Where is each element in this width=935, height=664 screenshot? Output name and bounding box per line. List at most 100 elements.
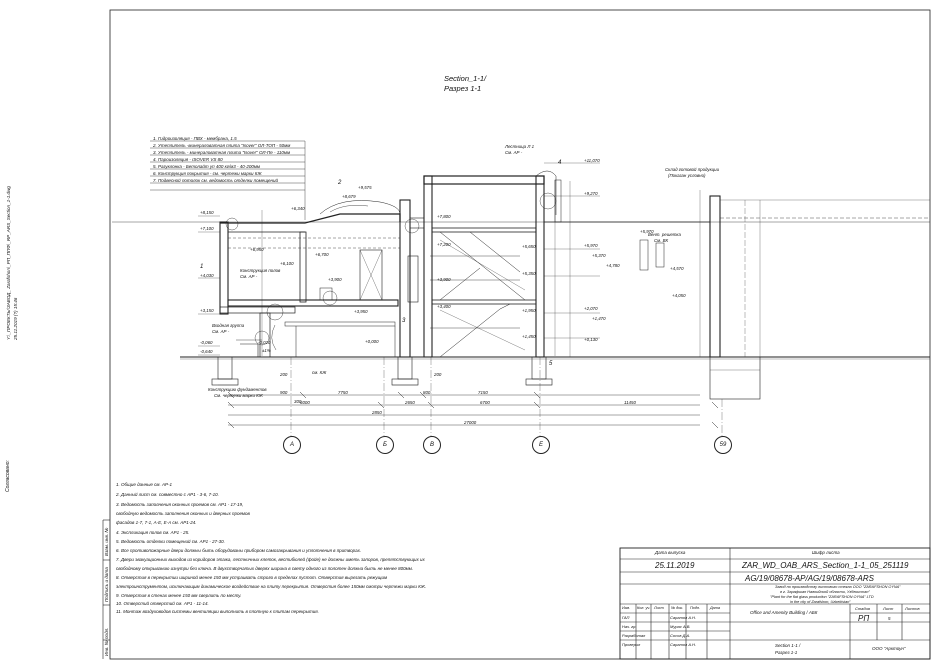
role-name: Мурас А.В. (670, 624, 691, 629)
callout-vent-ref: См. ВК (654, 238, 669, 243)
note-line: 6. Все противопожарные двери должны быть… (116, 548, 362, 553)
level-mark: +3,900 (437, 277, 451, 282)
callout-warehouse-note: (Показан условно) (668, 173, 706, 178)
legend-item: 3. Утеплитель - минераловатная плита "Is… (153, 150, 291, 155)
level-mark: +9,270 (584, 191, 598, 196)
dimension: 11450 (624, 400, 636, 405)
drawing-title-en: Section_1-1/ (444, 74, 487, 83)
callout-stair: Лестница Л 1 (505, 144, 535, 149)
level-mark: +9,575 (358, 185, 372, 190)
marker-number: 4 (558, 160, 562, 166)
level-mark: +5,970 (584, 243, 598, 248)
col-header: Кол. уч. (637, 606, 651, 610)
sheet-code: ZAR_WD_OAB_ARS_Section_1-1_05_251119 (742, 561, 909, 570)
col-header: Подп. (690, 606, 701, 610)
note-line: 4. Экспликация полов см. АР1 - 25. (116, 530, 190, 535)
note-line: 9. Отверстия в стенах менее 150 мм сверл… (116, 593, 242, 598)
level-mark: +3,150 (200, 308, 214, 313)
dimension: 6700 (480, 400, 490, 405)
level-mark: +0,000 (365, 339, 379, 344)
dimension: 2650 (405, 400, 415, 405)
level-mark: +7,200 (437, 242, 451, 247)
role-label: Нач. гр. (622, 624, 637, 629)
note-line: 5. Ведомость отделки помещений см. АР1 -… (116, 539, 225, 544)
callout-warehouse: Склад готовой продукции (665, 167, 720, 172)
level-mark: ±1% (262, 348, 271, 353)
role-label: ГАП (622, 615, 630, 620)
building-name: Office and Amenity Building / АБК (750, 610, 818, 615)
dimension: 6000 (300, 400, 310, 405)
level-mark: +4,050 (672, 293, 686, 298)
callout-stair-ref: См. АР - (505, 150, 523, 155)
note-line: 7. Двери эвакуационных выходов из коридо… (116, 557, 425, 562)
dimension: 300 (294, 399, 302, 404)
callout-entrance-ref: См. АР - (212, 329, 230, 334)
stamp-field: Подпись и дата (104, 567, 109, 602)
col-header: Дата (710, 606, 721, 610)
sheet-value: 5 (888, 616, 891, 621)
stamp-field: Инв. № подл. (104, 627, 109, 656)
sheets-label: Листов (905, 606, 920, 611)
level-mark: +1,450 (522, 334, 536, 339)
project-desc: Завод по производству листового стекла О… (775, 585, 901, 589)
level-mark: +3,900 (328, 277, 342, 282)
marker-number: 5 (549, 361, 553, 367)
axis-marker: В (423, 436, 441, 454)
col-header: Изм. (622, 606, 631, 610)
marker-number: 2 (338, 180, 342, 186)
dimension: 200 (280, 372, 288, 377)
level-mark: +7,100 (200, 226, 214, 231)
level-mark: +5,370 (592, 253, 606, 258)
legend-item: 4. Пароизоляция - ISOVER VS 80 (153, 157, 223, 162)
company-name: ООО "Арктоун" (872, 646, 906, 651)
legend-item: 2. Утеплитель -минераловатная плита "Iso… (153, 143, 291, 148)
level-mark: +0,130 (584, 337, 598, 342)
drawing-title-ru: Разрез 1-1 (444, 84, 482, 93)
level-mark: +1,470 (592, 316, 606, 321)
note-line: 8. Отверстия в перекрытии шириной менее … (116, 575, 388, 580)
callout-foundation: Конструкцию фундаментов (208, 387, 267, 392)
dimension: 7150 (478, 390, 488, 395)
level-mark: +2,070 (584, 306, 598, 311)
level-mark: +8,679 (342, 194, 356, 199)
note-line: 11. Монтаж воздуховодов системы вентиляц… (116, 609, 319, 614)
file-timestamp: 25.11.2019 (?) 15:46 (13, 297, 18, 340)
level-mark: +8,150 (200, 210, 214, 215)
col-header: № док. (671, 606, 684, 610)
level-mark: +7,800 (437, 214, 451, 219)
note-line: 2. Данный лист см. совместно с АР1 - 3-6… (116, 492, 219, 497)
axis-marker: Б (376, 436, 394, 454)
level-mark: +11,070 (584, 158, 600, 163)
dimension: 2850 (372, 410, 382, 415)
level-mark: +5,970 (640, 229, 654, 234)
axis-marker: 59 (714, 436, 732, 454)
file-path: Y:\_ПРОЕКТЫ\ЗАВОД_ Zarafshon\_РП_ППФ\_RP… (6, 186, 11, 340)
note-line: электроинструментом, исключающим динамич… (116, 584, 427, 589)
marker-number: 3 (402, 318, 406, 324)
role-name: Саратов А.Н. (670, 642, 697, 647)
section-title: Section 1-1 / (775, 643, 801, 648)
col-header: Лист (654, 606, 664, 610)
dimension: 200 (434, 372, 442, 377)
code-label: Шифр листа (812, 550, 840, 555)
issue-date: 25.11.2019 (655, 561, 695, 570)
agreed-label: Согласовано: (5, 460, 11, 492)
callout-entrance: Входная группа (212, 323, 245, 328)
role-name: Саратов А.Н. (670, 615, 697, 620)
stamp-field: Взам. инв. № (104, 527, 109, 556)
legend-item: 5. Разуклонка - Бетолайт уп 400 кг/м3 - … (153, 164, 260, 169)
callout-kzh: см. КЖ (312, 370, 327, 375)
axis-marker: А (283, 436, 301, 454)
callout-floor-ref: См. АР - (240, 274, 258, 279)
note-line: 10. Отверстий отверстий см. АР1 - 11-14. (116, 601, 209, 606)
level-mark: +6,340 (291, 206, 305, 211)
note-line: фасадов 1-7, 7-1, А-Е, Е-А см. АР1-24. (116, 520, 197, 525)
note-line: 3. Ведомость заполнения оконных проемов … (116, 502, 244, 507)
marker-number: 1 (200, 264, 204, 270)
level-mark: +4,030 (200, 273, 214, 278)
stage-label: Стадия (855, 606, 870, 611)
legend-item: 7. Подвесной потолок см. ведомость отдел… (153, 178, 279, 183)
level-mark: -0,640 (200, 349, 213, 354)
